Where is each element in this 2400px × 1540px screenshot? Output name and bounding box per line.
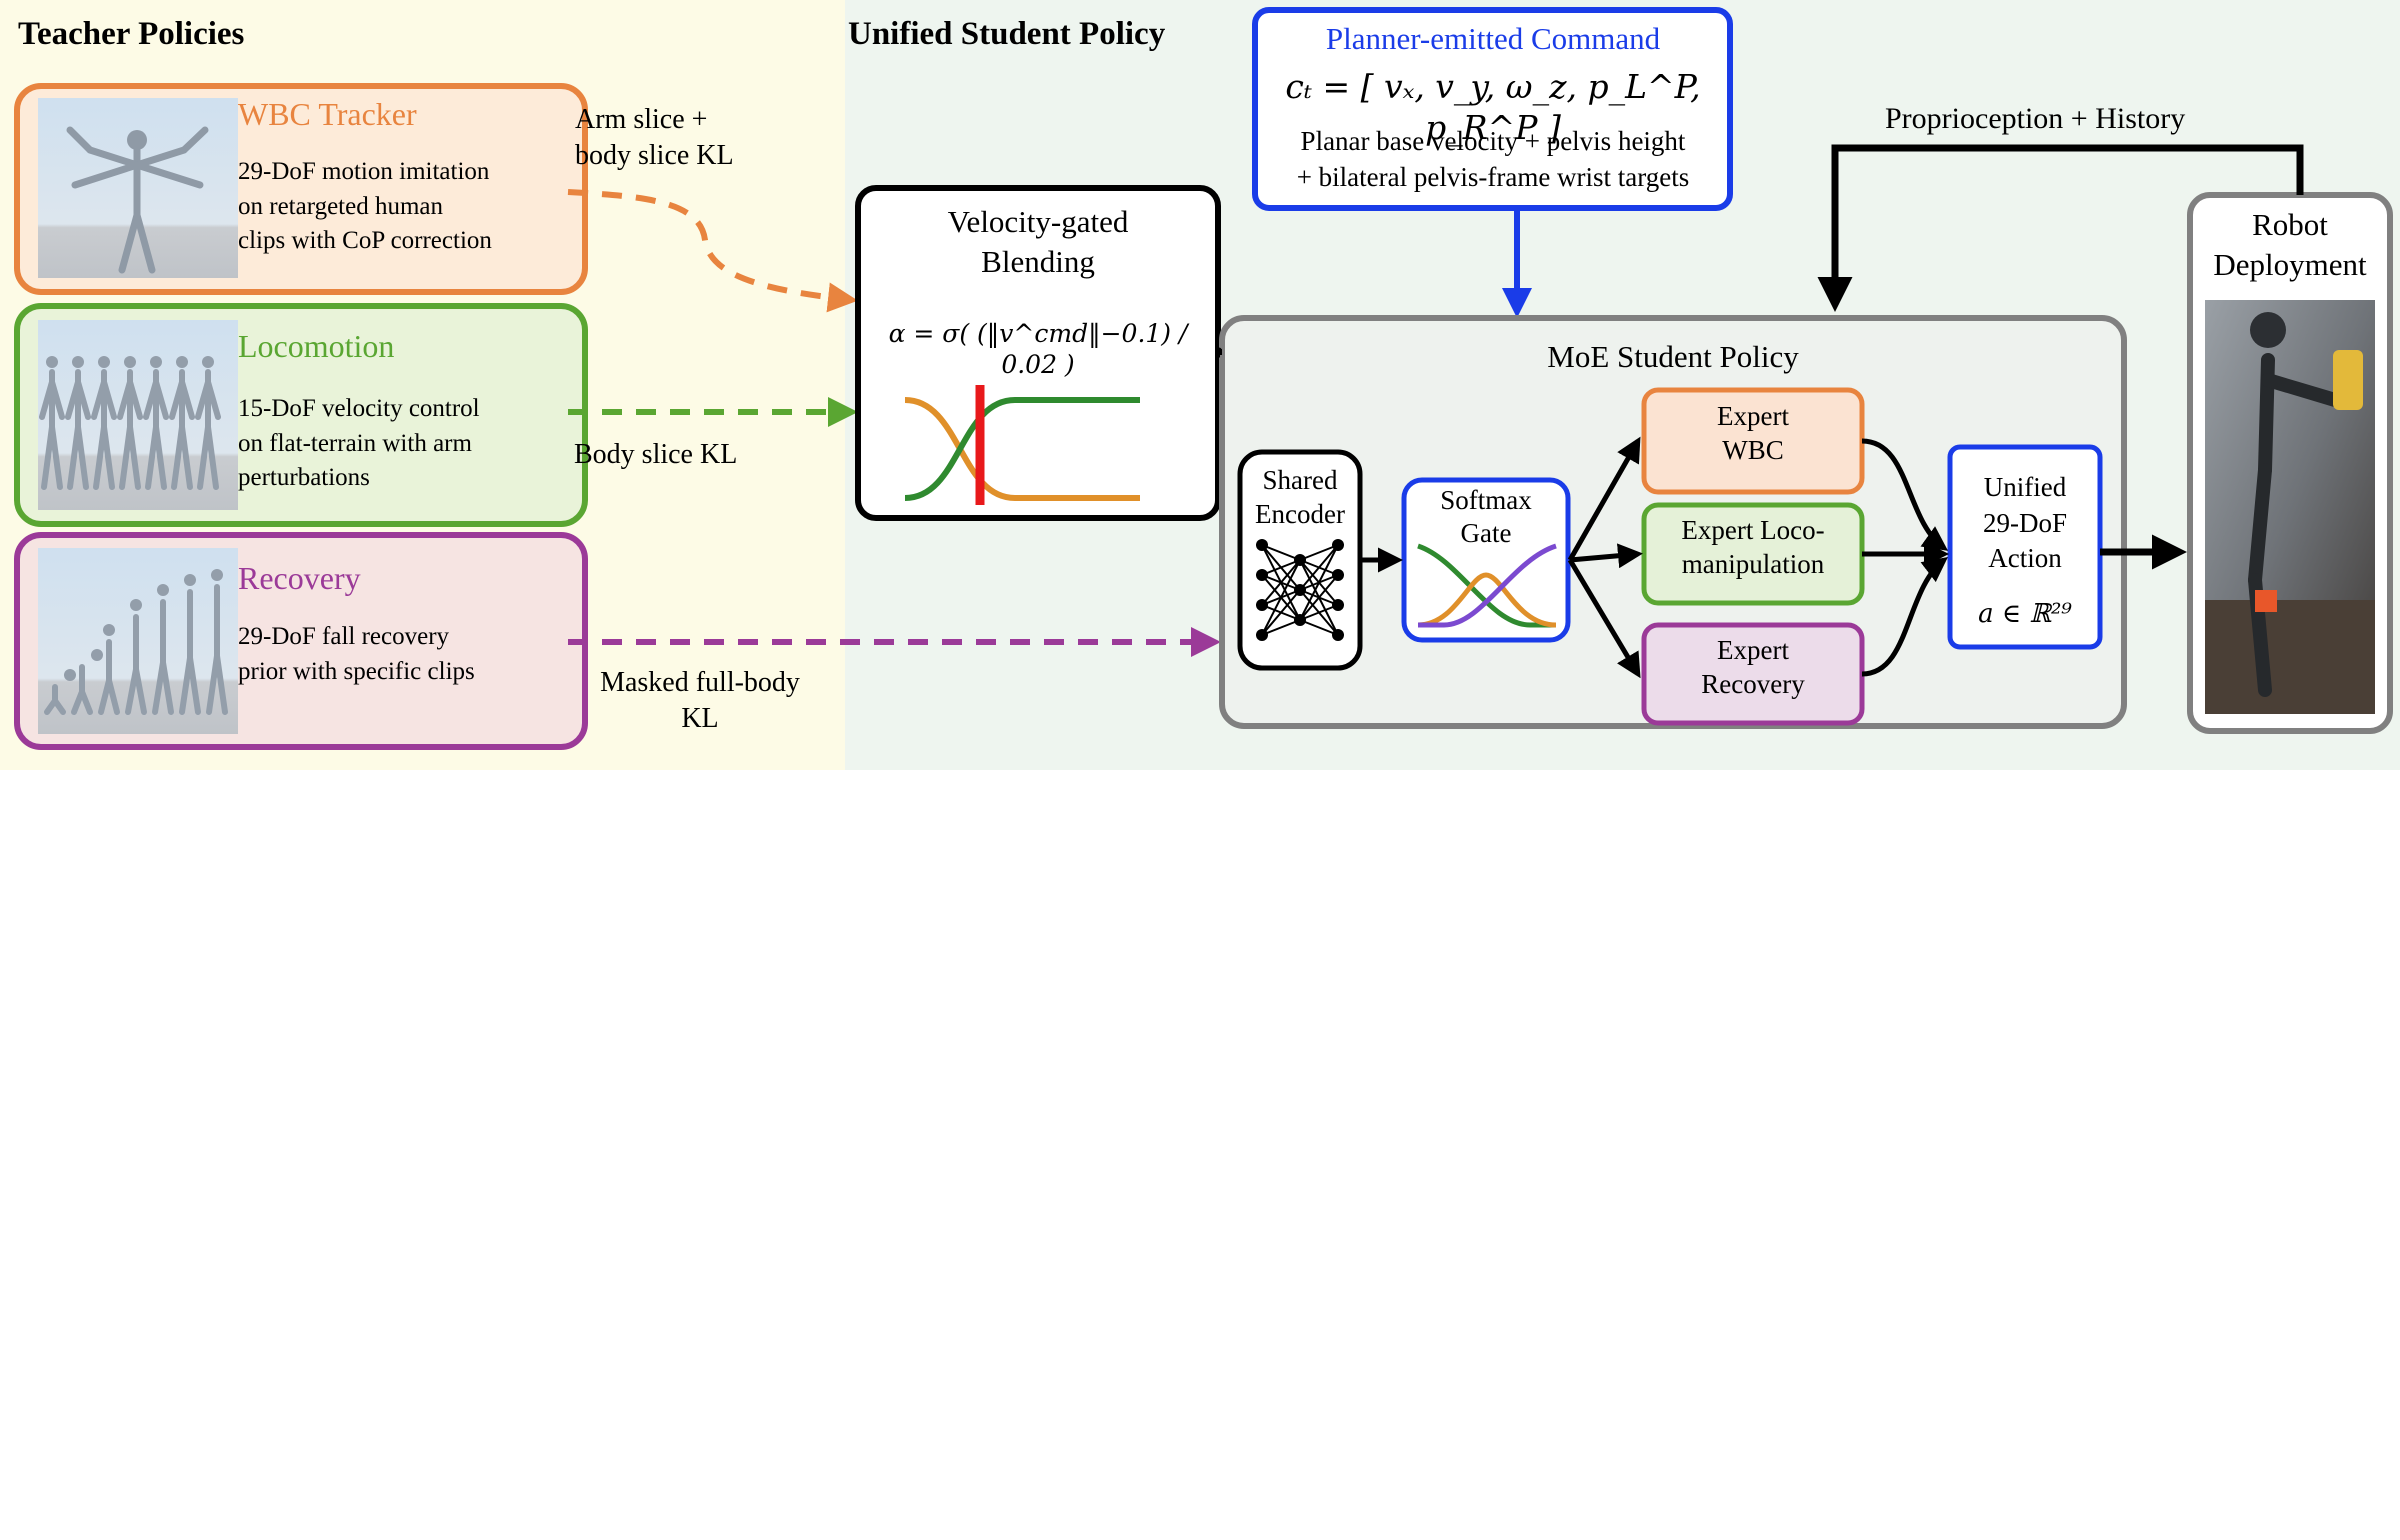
- expert-loco-label: Expert Loco- manipulation: [1644, 514, 1862, 582]
- expert-wbc-line: WBC: [1722, 434, 1784, 465]
- action-label-line: Action: [1988, 543, 2062, 574]
- wbc-to-action-arrow: [1861, 438, 1949, 551]
- arm-body-kl-line: body slice KL: [575, 140, 734, 172]
- arm-body-kl-label: Arm slice + body slice KL: [575, 102, 734, 175]
- gate-curves: [1417, 543, 1557, 628]
- expert-wbc-line: Expert: [1717, 401, 1789, 431]
- blend-title: Velocity-gated Blending: [862, 202, 1214, 283]
- gate-to-wbc-arrow: [1567, 436, 1641, 562]
- network-icon: [1256, 539, 1344, 641]
- expert-loco-line: manipulation: [1681, 548, 1825, 579]
- masked-kl-line: Masked full-body: [600, 667, 800, 698]
- diagram-canvas: [0, 0, 2400, 770]
- blending-curves: [904, 385, 1140, 505]
- planner-desc: Planar base velocity + pelvis height + b…: [1258, 124, 1728, 195]
- blend-title-line: Blending: [981, 244, 1095, 280]
- expert-loco-line: Expert Loco-: [1681, 515, 1825, 545]
- gate-label-line: Gate: [1460, 517, 1512, 548]
- wbc-desc: 29-DoF motion imitation on retargeted hu…: [238, 155, 492, 259]
- blend-title-line: Velocity-gated: [947, 204, 1129, 239]
- encoder-label-line: Shared: [1262, 465, 1338, 495]
- planner-desc-line: + bilateral pelvis-frame wrist targets: [1296, 161, 1690, 192]
- arm-body-kl-line: Arm slice +: [575, 104, 708, 135]
- gate-label: Softmax Gate: [1404, 484, 1568, 550]
- encoder-label-line: Encoder: [1255, 498, 1345, 529]
- softmax-gate-box: [1401, 477, 1571, 643]
- expert-recovery-label: Expert Recovery: [1644, 634, 1862, 702]
- planner-formula: cₜ = [ vₓ, v_y, ω_z, p_L^P, p_R^P ]: [1285, 67, 1701, 148]
- action-label-line: 29-DoF: [1982, 507, 2067, 538]
- locomotion-desc-line: 15-DoF velocity control: [238, 395, 480, 422]
- wbc-distill-arrow: [567, 189, 858, 313]
- masked-kl-line: KL: [681, 703, 719, 735]
- wbc-desc-line: on retargeted human: [238, 192, 444, 220]
- recovery-sim-image: [38, 548, 238, 734]
- recovery-to-action-arrow: [1861, 556, 1948, 677]
- diagram: Teacher Policies Unified Student Policy …: [0, 0, 2400, 770]
- wbc-desc-line: 29-DoF motion imitation: [238, 158, 490, 185]
- planner-command-box: [1252, 7, 1733, 211]
- locomotion-desc-line: on flat-terrain with arm: [238, 429, 472, 457]
- recovery-title: Recovery: [238, 560, 361, 596]
- proprioception-label: Proprioception + History: [1885, 102, 2186, 135]
- recovery-desc: 29-DoF fall recovery prior with specific…: [238, 620, 475, 689]
- locomotion-desc: 15-DoF velocity control on flat-terrain …: [238, 392, 480, 496]
- expert-recovery-line: Recovery: [1701, 668, 1805, 699]
- planner-title: Planner-emitted Command: [1325, 21, 1661, 56]
- recovery-desc-line: prior with specific clips: [238, 657, 475, 685]
- masked-kl-label: Masked full-body KL: [565, 665, 835, 738]
- deploy-title-line: Robot: [2252, 207, 2328, 242]
- encoder-label: Shared Encoder: [1240, 464, 1360, 532]
- blend-output-arrow-layer: [0, 770, 2400, 1540]
- deploy-title-line: Deployment: [2213, 247, 2367, 283]
- gate-label-line: Softmax: [1440, 485, 1532, 515]
- teacher-heading: Teacher Policies: [18, 16, 245, 52]
- moe-title: MoE Student Policy: [1547, 339, 1799, 374]
- locomotion-title: Locomotion: [238, 328, 395, 364]
- action-formula: a ∈ ℝ²⁹: [1978, 599, 2072, 629]
- student-heading: Unified Student Policy: [848, 16, 1166, 52]
- action-label: Unified 29-DoF Action: [1950, 470, 2100, 577]
- action-label-line: Unified: [1983, 472, 2067, 502]
- proprioception-feedback-arrow: [1817, 144, 2304, 312]
- gate-to-loco-arrow: [1569, 543, 1643, 569]
- blend-formula: α = σ( (‖v^cmd‖−0.1) / 0.02 ): [888, 319, 1188, 380]
- body-kl-label: Body slice KL: [574, 439, 738, 470]
- wbc-desc-line: clips with CoP correction: [238, 227, 492, 254]
- expert-wbc-label: Expert WBC: [1644, 400, 1862, 468]
- locomotion-desc-line: perturbations: [238, 464, 370, 491]
- expert-recovery-line: Expert: [1717, 635, 1789, 665]
- wbc-sim-image: [38, 98, 238, 278]
- recovery-desc-line: 29-DoF fall recovery: [238, 623, 450, 650]
- deploy-title: Robot Deployment: [2190, 205, 2390, 286]
- gate-to-recovery-arrow: [1567, 558, 1641, 679]
- locomotion-sim-image: [38, 320, 238, 510]
- robot-photo: [2205, 300, 2375, 714]
- unified-action-box: [1947, 444, 2103, 650]
- wbc-title: WBC Tracker: [238, 96, 417, 132]
- planner-desc-line: Planar base velocity + pelvis height: [1300, 126, 1686, 156]
